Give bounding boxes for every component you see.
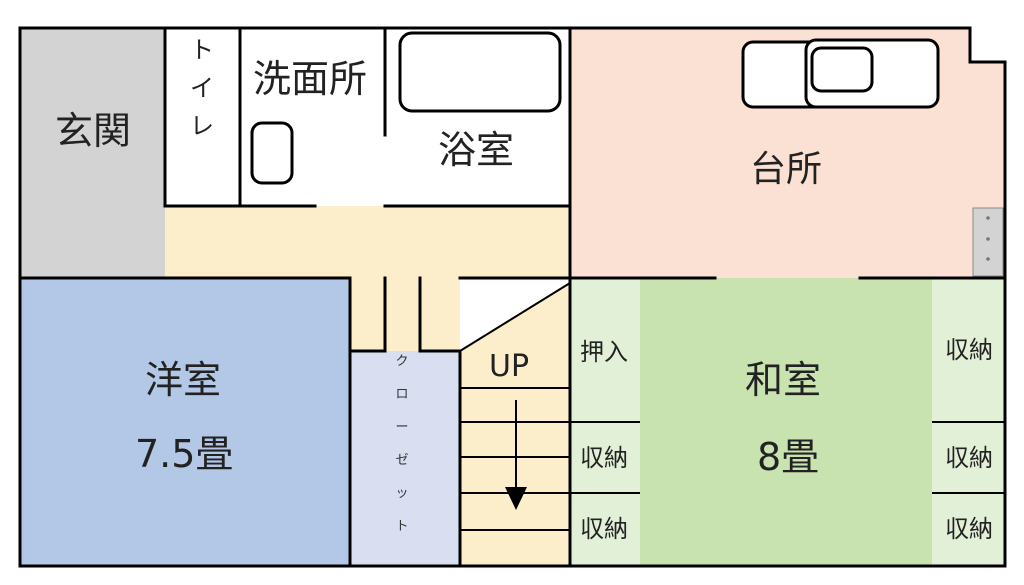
stairs-up-label: UP (489, 349, 530, 384)
toilet-char: レ (190, 112, 214, 140)
washroom-label: 洗面所 (253, 57, 368, 101)
sink-basin (810, 46, 874, 93)
stair-diagonal (459, 282, 571, 352)
western-room-size: 7.5畳 (135, 432, 234, 476)
western-room-area (20, 278, 350, 566)
closet-label: ク ロ ー ゼ ッ ト (391, 355, 413, 533)
closet-char: ー (395, 420, 409, 435)
outlet-dot (986, 216, 990, 220)
walls (18, 26, 1007, 568)
toilet-label: ト イ レ (190, 36, 214, 140)
hall-area (165, 206, 570, 278)
western-room-label: 洋室 (145, 358, 222, 402)
kitchen-label: 台所 (750, 149, 823, 190)
storage-lines (570, 421, 1005, 494)
storage-label: 収納 (580, 515, 628, 543)
hall-corridor (350, 278, 460, 351)
storage-label: 収納 (945, 336, 993, 364)
storage-label: 収納 (580, 444, 628, 472)
closet-char: ロ (395, 387, 409, 402)
washitsu-size: 8畳 (757, 435, 820, 479)
closet-char: ク (395, 354, 409, 369)
oshiire-label: 押入 (580, 338, 628, 366)
closet-char: ゼ (395, 453, 409, 468)
washitsu-area (640, 278, 932, 566)
outlet-dot (986, 237, 990, 241)
closet-char: ト (395, 519, 409, 534)
stairs-lines (459, 282, 571, 531)
toilet-char: ト (190, 36, 214, 64)
bathtub-fixture (398, 31, 562, 113)
bathroom-label: 浴室 (438, 128, 515, 172)
genkan-label: 玄関 (55, 109, 132, 153)
closet-char: ッ (395, 486, 409, 501)
washitsu-label: 和室 (745, 358, 822, 402)
storage-label: 収納 (945, 444, 993, 472)
stair-arrow-head (505, 487, 527, 510)
outlet-dot (986, 257, 990, 261)
toilet-char: イ (190, 74, 214, 102)
genkan-area (20, 28, 165, 278)
closet-area (350, 351, 460, 566)
storage-label: 収納 (945, 515, 993, 543)
outer-wall (18, 26, 1007, 568)
toilet-fixture (250, 121, 294, 185)
fixtures (250, 31, 940, 185)
